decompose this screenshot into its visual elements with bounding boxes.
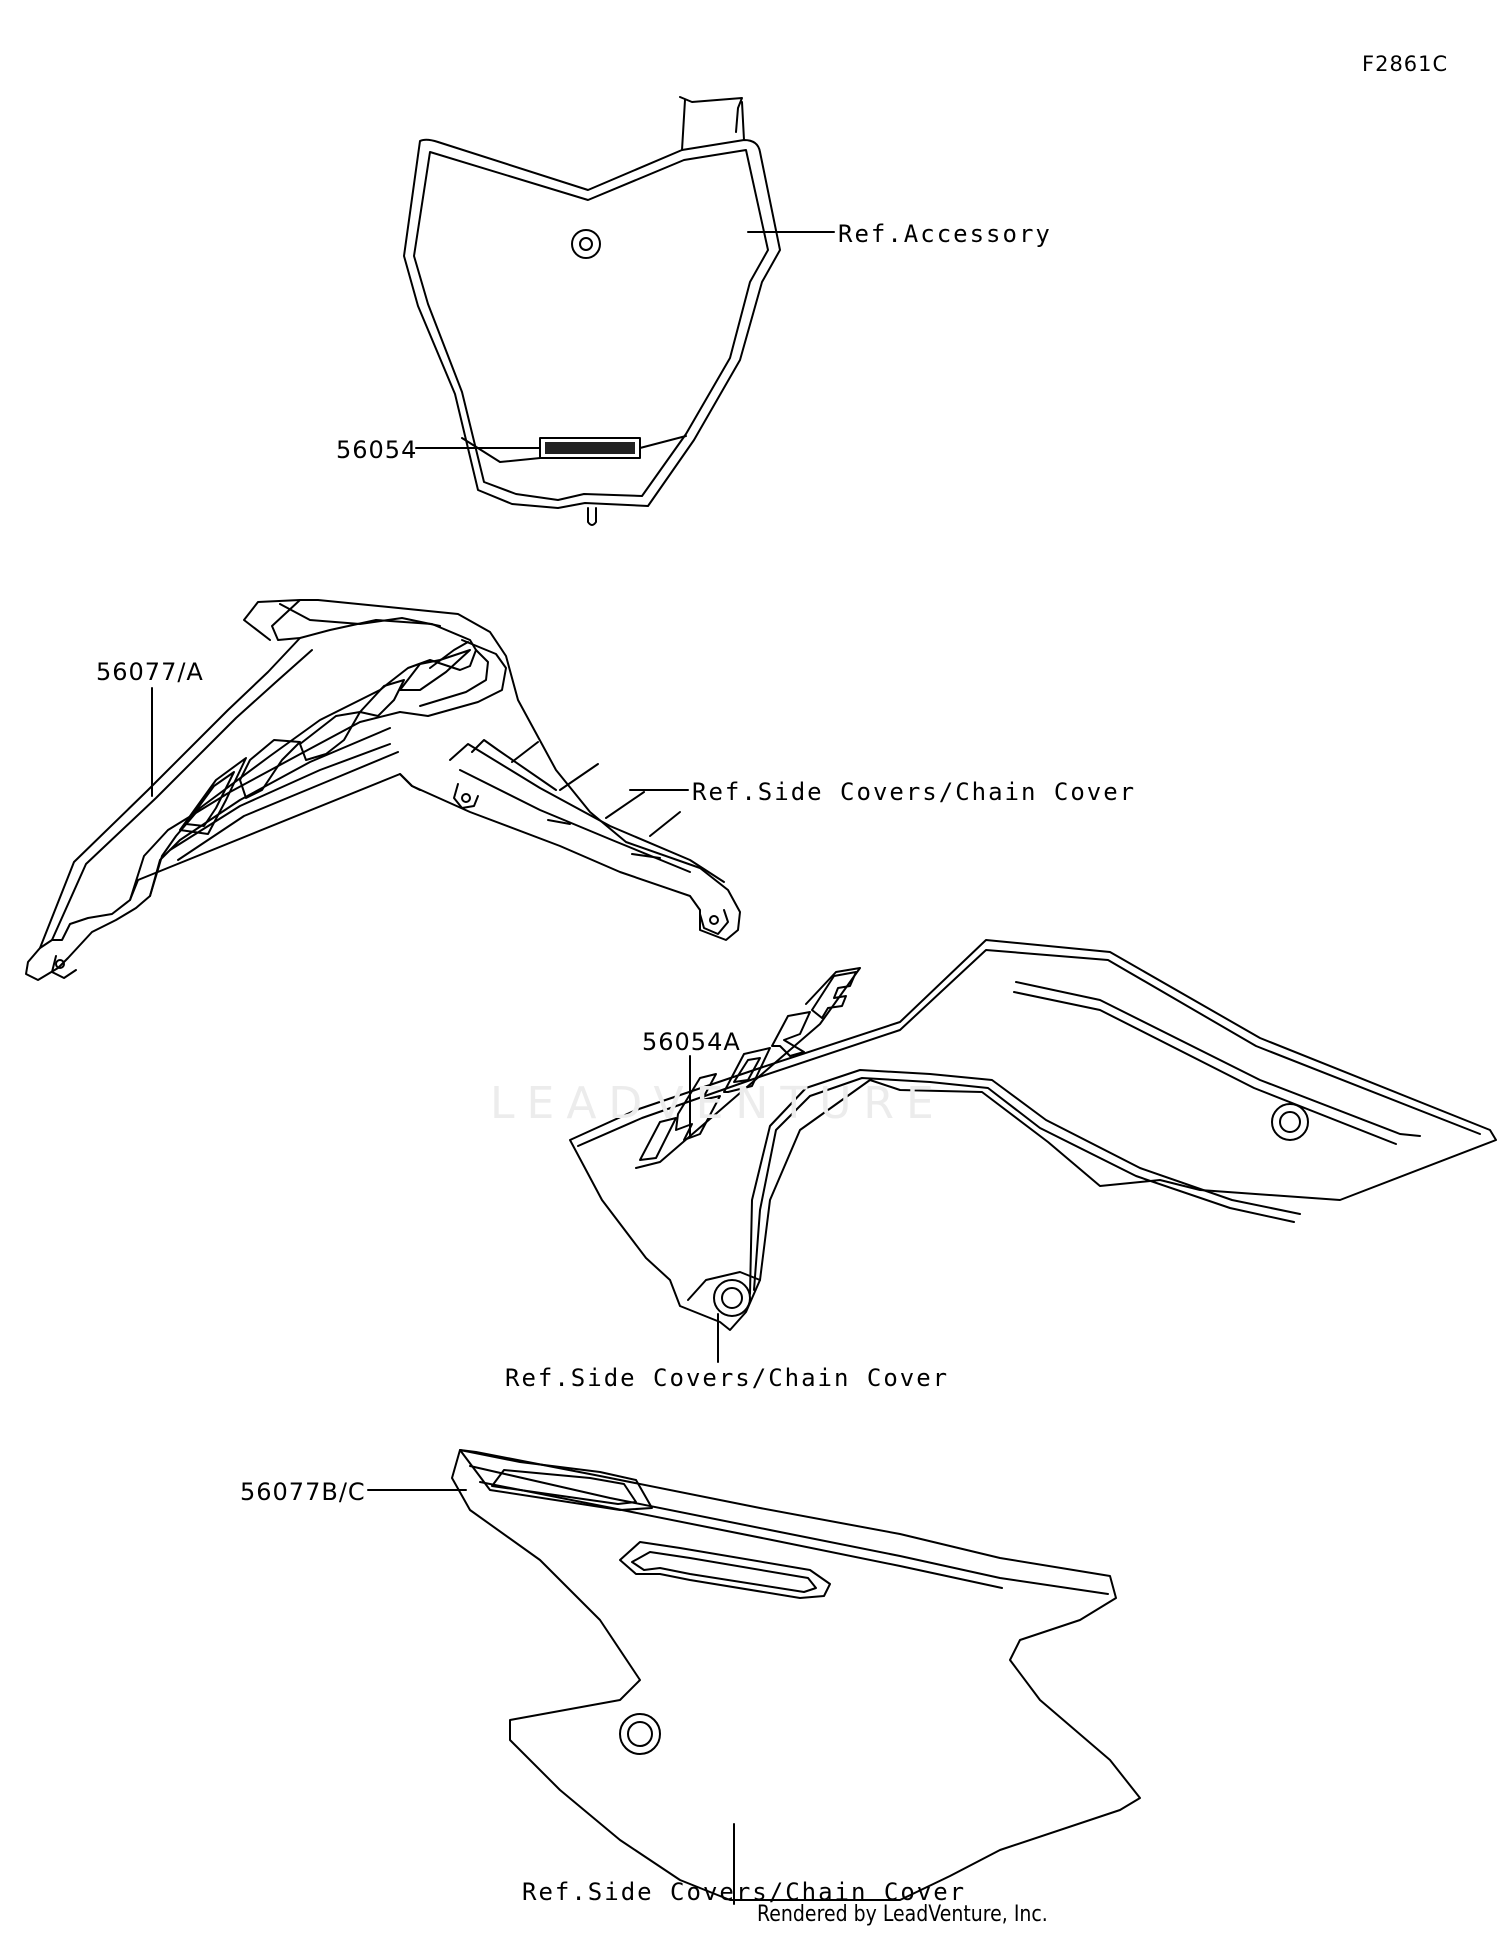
callout-rear-cover-part[interactable]: 56077B/C bbox=[240, 1478, 366, 1506]
figure-code: F2861C bbox=[1362, 52, 1449, 76]
number-plate bbox=[403, 96, 781, 526]
footer-credit: Rendered by LeadVenture, Inc. bbox=[757, 1902, 1048, 1927]
callout-shroud-ref[interactable]: Ref.Side Covers/Chain Cover bbox=[692, 778, 1137, 806]
callout-side-cover-part[interactable]: 56054A bbox=[642, 1028, 741, 1056]
kawasaki-logo-decal bbox=[539, 437, 641, 459]
klx-logo-decal bbox=[169, 641, 471, 861]
watermark: LEADVENTURE bbox=[490, 1078, 946, 1129]
callout-number-plate-ref[interactable]: Ref.Accessory bbox=[838, 220, 1052, 248]
140rf-logo-decal bbox=[635, 967, 861, 1169]
radiator-shroud bbox=[25, 599, 741, 981]
rear-side-cover bbox=[451, 1449, 1141, 1901]
leader-lines bbox=[151, 231, 835, 1905]
callout-side-cover-ref[interactable]: Ref.Side Covers/Chain Cover bbox=[505, 1364, 950, 1392]
callout-shroud-part[interactable]: 56077/A bbox=[96, 658, 204, 686]
callout-rear-cover-ref[interactable]: Ref.Side Covers/Chain Cover bbox=[522, 1878, 967, 1906]
side-cover-140rf bbox=[569, 939, 1497, 1331]
callout-number-plate-part[interactable]: 56054 bbox=[336, 436, 418, 464]
